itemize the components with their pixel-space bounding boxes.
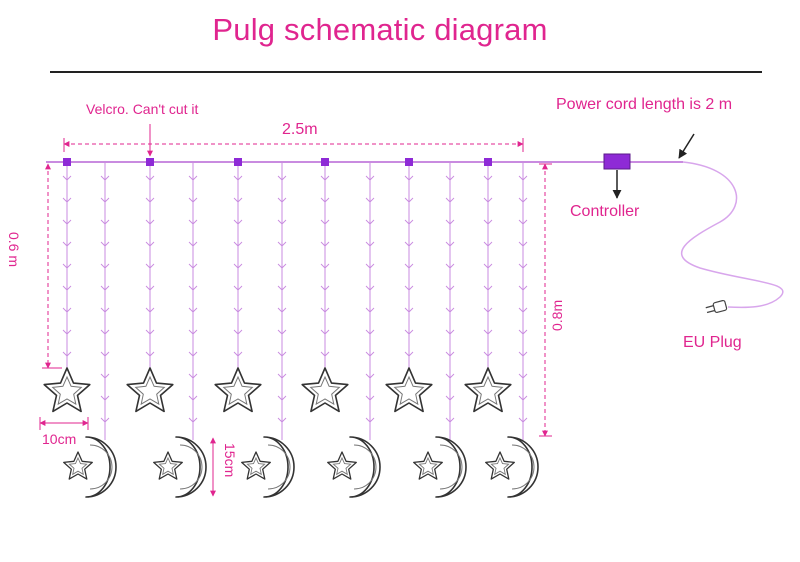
long-drop-dimension	[539, 163, 552, 437]
crescent-moon-icon	[63, 436, 117, 498]
light-drop	[62, 162, 72, 370]
ornament-width-dimension	[39, 417, 89, 430]
power-cord-label: Power cord length is 2 m	[556, 96, 733, 113]
short-drop-dimension	[42, 163, 62, 369]
power-cable	[680, 161, 784, 309]
velcro-clip-icon	[321, 158, 329, 166]
light-drop	[100, 162, 110, 440]
star-icon	[413, 451, 443, 480]
width-dimension	[63, 138, 524, 152]
star-icon	[301, 367, 349, 413]
light-drops	[62, 162, 528, 440]
light-drop	[483, 162, 493, 370]
velcro-clip-icon	[146, 158, 154, 166]
star-icon	[43, 367, 91, 413]
power-cord-pointer	[678, 133, 695, 159]
ornament-height-label: 15cm	[222, 443, 238, 478]
star-icon	[153, 451, 183, 480]
light-drop	[145, 162, 155, 370]
controller-label: Controller	[570, 203, 640, 220]
velcro-clip-icon	[63, 158, 71, 166]
long-drop-label: 0.8m	[549, 299, 565, 331]
light-drop	[277, 162, 287, 440]
light-drop	[233, 162, 243, 370]
light-drop	[365, 162, 375, 440]
short-drop-label: 0.6 m	[6, 232, 22, 268]
crescent-moon-icon	[153, 436, 207, 498]
controller-box-icon	[603, 153, 631, 170]
light-drop	[188, 162, 198, 440]
crescent-moon-icon	[413, 436, 467, 498]
star-icon	[485, 451, 515, 480]
light-drop	[445, 162, 455, 440]
width-label: 2.5m	[282, 121, 318, 138]
star-icon	[63, 451, 93, 480]
star-icon	[126, 367, 174, 413]
crescent-moon-icon	[327, 436, 381, 498]
light-drop	[404, 162, 414, 370]
plug-label: EU Plug	[683, 334, 742, 351]
ornament-width-label: 10cm	[42, 431, 77, 447]
star-icon	[327, 451, 357, 480]
ornaments	[43, 367, 539, 498]
star-icon	[464, 367, 512, 413]
plug-icon	[705, 299, 728, 314]
velcro-label: Velcro. Can't cut it	[86, 101, 199, 117]
star-icon	[385, 367, 433, 413]
star-icon	[241, 451, 271, 480]
velcro-clip-icon	[405, 158, 413, 166]
velcro-clip-icon	[484, 158, 492, 166]
crescent-moon-icon	[485, 436, 539, 498]
crescent-moon-icon	[241, 436, 295, 498]
light-drop	[320, 162, 330, 370]
light-drop	[518, 162, 528, 440]
star-icon	[214, 367, 262, 413]
velcro-clip-icon	[234, 158, 242, 166]
velcro-clips	[63, 158, 492, 166]
diagram-title: Pulg schematic diagram	[212, 12, 548, 47]
